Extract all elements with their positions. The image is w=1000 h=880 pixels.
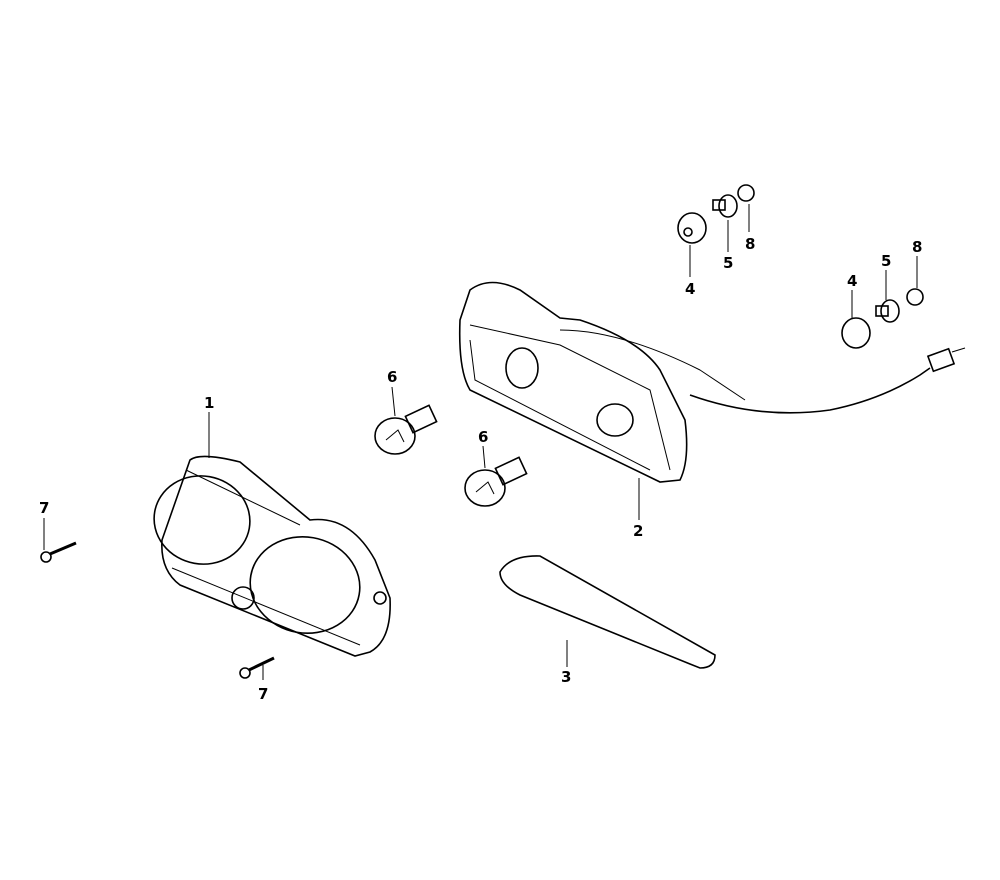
base-housing	[458, 281, 966, 520]
lens-assembly	[153, 412, 391, 657]
callout-7b: 7	[258, 685, 268, 703]
screw-a	[40, 518, 77, 563]
callout-5b: 5	[881, 252, 891, 270]
collar-b	[875, 270, 900, 323]
callout-6b: 6	[478, 428, 488, 446]
callout-7a: 7	[39, 499, 49, 517]
nut-b	[906, 256, 924, 306]
screw-b	[239, 656, 275, 680]
callout-4a: 4	[685, 280, 695, 298]
callout-8b: 8	[912, 238, 922, 256]
callout-4b: 4	[847, 272, 857, 290]
license-lens	[499, 555, 716, 669]
grommet-b	[841, 290, 871, 349]
callout-5a: 5	[723, 254, 733, 272]
callout-1: 1	[204, 394, 214, 412]
nut-a	[737, 184, 755, 232]
bulb-a	[374, 386, 438, 455]
collar-a	[712, 194, 738, 252]
callout-3: 3	[561, 668, 571, 686]
grommet-a	[677, 212, 707, 277]
callout-6a: 6	[387, 368, 397, 386]
bulb-b	[464, 445, 528, 507]
callout-8a: 8	[745, 235, 755, 253]
callout-2: 2	[633, 522, 643, 540]
